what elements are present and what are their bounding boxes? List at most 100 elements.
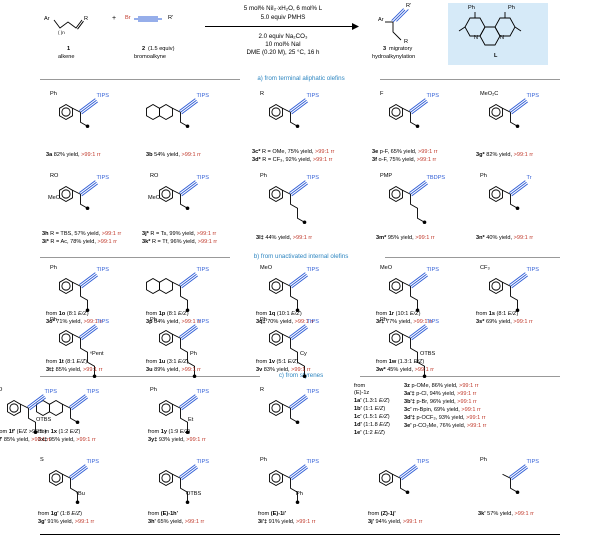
alkene-n-label: ( )n <box>58 30 65 35</box>
source-from: from <box>148 511 161 517</box>
source-3q: from 1q (10:1 E/Z) <box>256 311 302 318</box>
caption-3c-1: 3c* R = OMe, 75% yield, >99:1 rr <box>252 149 334 156</box>
source-id: 1b' <box>354 406 362 412</box>
compound-number: 3f' <box>0 437 3 443</box>
structure-3a <box>59 98 98 129</box>
source-3t: from 1t (8:1 E/Z) <box>46 359 87 366</box>
yield-text: p-OMe, 86% yield, <box>409 383 460 389</box>
source-3r: from 1r (10:1 E/Z) <box>376 311 421 318</box>
source-ez: E/Z <box>379 422 388 428</box>
source-ratio: (1.5:1 <box>361 414 379 420</box>
source-close: ) <box>422 359 425 365</box>
caption-3c-2: 3d* R = CF₃, 92% yield, >99:1 rr <box>252 157 332 164</box>
yield-text: 70% yield, <box>265 319 295 325</box>
structure-3e <box>389 98 428 129</box>
protecting-group-3f: TIPS <box>44 389 57 396</box>
protecting-group-3e: TIPS <box>426 93 439 100</box>
yield-text: 95% yield, <box>386 235 416 241</box>
substituent-3s: CF₃ <box>480 265 490 271</box>
source-id: 1d' <box>354 422 362 428</box>
rr-text: >99:1 rr <box>416 157 437 163</box>
substituent-3f: O <box>0 387 3 393</box>
protecting-group-3q: TIPS <box>306 267 319 274</box>
compound-number: 3t‡ <box>46 367 55 373</box>
source-ratio: (10:1 <box>275 311 292 317</box>
ligand-n-right: N <box>500 35 505 41</box>
structure-3j2 <box>379 464 418 495</box>
source-3p: from 1p (8:1 E/Z) <box>146 311 189 318</box>
yield-text: 84% yield, <box>152 319 182 325</box>
source-3g2: from 1g' (1:8 E/Z) <box>38 511 82 518</box>
source-ez: E/Z <box>374 430 384 436</box>
ligand-structure <box>458 12 522 46</box>
subscript-3w: 2 <box>416 359 419 364</box>
yield-text: 89% yield, <box>152 367 182 373</box>
compound-number: 3j* <box>142 231 149 237</box>
caption-3s: 3s* 69% yield, >99:1 rr <box>476 319 533 326</box>
source-3f: from 1f' (E/Z >95:5 ) <box>0 429 46 436</box>
protecting-group-3x: TIPS <box>86 389 99 396</box>
caption-3r: 3r‡ 77% yield, >99:1 rr <box>376 319 433 326</box>
compound-number: 3k' <box>478 511 486 517</box>
yield-text: 94% yield, <box>374 519 403 525</box>
substituent-3h: RO <box>50 173 59 179</box>
yield-text: 85% yield, <box>54 367 84 373</box>
list-product-0: 3z p-OMe, 86% yield, >99:1 rr <box>404 383 478 390</box>
substituent-3t: Ph <box>50 317 57 323</box>
structure-3g2 <box>49 464 88 505</box>
source-close: ) <box>387 414 390 420</box>
caption-3v: 3v 83% yield, >99:1 rr <box>256 367 311 374</box>
yield-text: 77% yield, <box>384 319 414 325</box>
compound-number: 3k* <box>142 239 151 245</box>
structure-3f <box>7 394 46 435</box>
reagent1-number: 1 <box>67 46 71 52</box>
structure-3u <box>159 324 198 379</box>
compound-number: 3j' <box>368 519 374 525</box>
compound-number: 3p <box>146 319 153 325</box>
divider-b-left <box>40 257 230 258</box>
protecting-group-3g2: TIPS <box>86 459 99 466</box>
source-ez: E/Z <box>374 406 384 412</box>
source-from: from <box>368 511 381 517</box>
caption-3j-2: 3k* R = Tf, 96% yield, >99:1 rr <box>142 239 217 246</box>
protecting-group-3n: Tr <box>526 175 532 182</box>
caption-3b: 3b 54% yield, >99:1 rr <box>146 152 201 159</box>
caption-3l: 3l‡ 44% yield, >99:1 rr <box>256 235 312 242</box>
yield-text: R = OMe, 75% yield, <box>260 149 315 155</box>
rr-text: >99:1 rr <box>461 407 481 413</box>
caption-3h2: 3h' 65% yield, >99:1 rr <box>148 519 204 526</box>
yield-text: 71% yield, <box>54 319 84 325</box>
yield-text: m-Bpin, 69% yield, <box>411 407 462 413</box>
tail-3i2: Ph <box>296 491 303 497</box>
substituent-3l: Ph <box>260 173 267 179</box>
compound-number: 3o* <box>46 319 55 325</box>
compound-number: 3a'‡ <box>404 391 415 397</box>
compound-number: 3d'‡ <box>404 415 415 421</box>
source-ez: E/Z <box>507 311 517 317</box>
source-src: 1w <box>388 359 397 365</box>
rr-text: >99:1 rr <box>181 152 201 158</box>
compound-number: 3u <box>146 367 153 373</box>
divider-b-right <box>385 257 560 258</box>
source-close: ) <box>186 359 189 365</box>
protecting-group-3o: TIPS <box>96 267 109 274</box>
source-close: ) <box>296 359 299 365</box>
substituent-3r: MeO <box>380 265 393 271</box>
source-ratio: (1:1.8 <box>361 422 380 428</box>
protecting-group-3l: TIPS <box>306 175 319 182</box>
protecting-group-3k2: TIPS <box>526 459 539 466</box>
bromoalkyne-br-label: Br <box>125 15 131 21</box>
rr-text: >99:1 rr <box>514 511 534 517</box>
source-from: from <box>256 311 269 317</box>
source-ratio: (1:2 <box>56 429 70 435</box>
ligand-n-left: N <box>474 35 479 41</box>
substituent-3zlist: R <box>260 387 265 393</box>
protecting-group-3p: TIPS <box>196 267 209 274</box>
alkene-ar-label: Ar <box>44 16 50 22</box>
structure-3o <box>59 272 98 313</box>
yield-text: R = TBS, 57% yield, <box>48 231 102 237</box>
rr-text: >99:1 rr <box>466 415 486 421</box>
source-close: ) <box>418 311 421 317</box>
source-ez: E/Z <box>413 359 423 365</box>
yield-text: p-OCF₃, 93% yield, <box>414 415 467 421</box>
